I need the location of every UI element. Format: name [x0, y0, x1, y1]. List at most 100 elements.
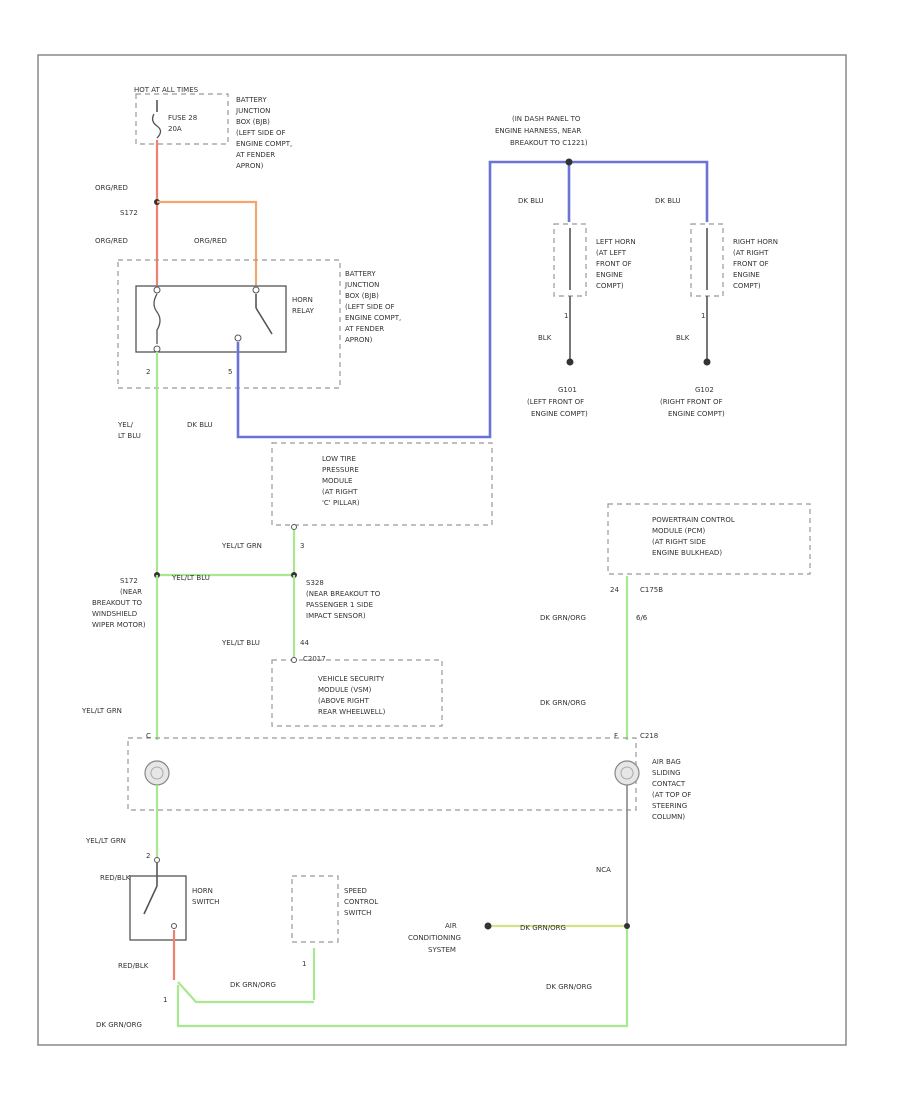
svg-text:FUSE 28: FUSE 28 [168, 114, 197, 122]
splice-s172-top-label: S172 [120, 209, 138, 217]
svg-text:CONDITIONING: CONDITIONING [408, 934, 461, 942]
svg-text:(NEAR BREAKOUT TO: (NEAR BREAKOUT TO [306, 590, 381, 598]
vsm-connector: C2017 [303, 655, 326, 663]
svg-text:JUNCTION: JUNCTION [235, 107, 270, 115]
clockspring-pin-f: F [614, 732, 618, 740]
svg-text:COMPT): COMPT) [733, 282, 761, 290]
svg-text:SLIDING: SLIDING [652, 769, 681, 777]
wire-dk-blu-main [236, 160, 709, 439]
wire-label-dk-grn-org-ac: DK GRN/ORG [520, 924, 566, 932]
svg-text:G101: G101 [558, 386, 577, 394]
svg-text:AIR BAG: AIR BAG [652, 758, 681, 766]
svg-text:HORN: HORN [292, 296, 313, 304]
wire-label-dk-blu-relay: DK BLU [187, 421, 213, 429]
vsm-box [271, 659, 443, 727]
svg-text:AT FENDER: AT FENDER [345, 325, 384, 333]
svg-text:MODULE (VSM): MODULE (VSM) [318, 686, 372, 694]
svg-text:COLUMN): COLUMN) [652, 813, 685, 821]
svg-text:(RIGHT FRONT OF: (RIGHT FRONT OF [660, 398, 723, 406]
horn-switch-pin-1: 1 [163, 996, 167, 1004]
svg-text:SWITCH: SWITCH [192, 898, 219, 906]
wire-label-yel-lt-blu-vsm: YEL/LT BLU [221, 639, 260, 647]
fuse-28-symbol [151, 113, 162, 139]
horn-switch-contact [171, 923, 177, 929]
wire-label-dk-blu-right: DK BLU [655, 197, 681, 205]
speed-control-label: SPEED CONTROL SWITCH [344, 887, 378, 917]
right-horn-label: RIGHT HORN (AT RIGHT FRONT OF ENGINE COM… [733, 238, 778, 290]
svg-text:ENGINE COMPT): ENGINE COMPT) [668, 410, 725, 418]
pcm-connector: C175B [640, 586, 663, 594]
svg-text:(LEFT SIDE OF: (LEFT SIDE OF [345, 303, 395, 311]
wire-dk-grn-org-bottom-loop [176, 928, 629, 1028]
horn-switch [129, 875, 187, 941]
clockspring-connector: C218 [640, 732, 658, 740]
wire-label-dk-blu-left: DK BLU [518, 197, 544, 205]
wire-label-yel-lt-blu-horizontal: YEL/LT BLU [171, 574, 210, 582]
svg-text:(AT RIGHT: (AT RIGHT [733, 249, 769, 257]
svg-text:ENGINE HARNESS, NEAR: ENGINE HARNESS, NEAR [495, 127, 581, 135]
wire-label-dk-grn-org-right: DK GRN/ORG [546, 983, 592, 991]
wire-label-blk-right: BLK [676, 334, 690, 342]
wire-label-org-red-3: ORG/RED [194, 237, 227, 245]
horn-switch-input-terminal [154, 857, 160, 863]
wire-label-yel-lt-grn-ltpm: YEL/LT GRN [221, 542, 262, 550]
svg-text:BREAKOUT TO: BREAKOUT TO [92, 599, 142, 607]
svg-text:ENGINE: ENGINE [596, 271, 623, 279]
ltpm-box [271, 442, 493, 526]
svg-text:'C' PILLAR): 'C' PILLAR) [322, 499, 360, 507]
ground-g102 [703, 358, 711, 366]
svg-text:IMPACT SENSOR): IMPACT SENSOR) [306, 612, 366, 620]
svg-text:WINDSHIELD: WINDSHIELD [92, 610, 137, 618]
fuse-label: FUSE 28 20A [168, 114, 197, 133]
svg-text:SWITCH: SWITCH [344, 909, 371, 917]
svg-text:MODULE (PCM): MODULE (PCM) [652, 527, 705, 535]
horn-relay-pin-bottom-left [153, 345, 161, 353]
svg-text:LT BLU: LT BLU [118, 432, 141, 440]
wire-label-dk-grn-org-bottom: DK GRN/ORG [96, 1021, 142, 1029]
svg-text:AIR: AIR [445, 922, 457, 930]
bjb-fuse-location-label: BATTERY JUNCTION BOX (BJB) (LEFT SIDE OF… [235, 96, 292, 170]
svg-text:(NEAR: (NEAR [120, 588, 142, 596]
speed-control-pin-1: 1 [302, 960, 306, 968]
svg-text:(AT LEFT: (AT LEFT [596, 249, 627, 257]
splice-in-dash [565, 158, 573, 166]
splice-s328-label: S328 (NEAR BREAKOUT TO PASSENGER 1 SIDE … [306, 579, 381, 620]
ground-g101 [566, 358, 574, 366]
svg-text:(LEFT SIDE OF: (LEFT SIDE OF [236, 129, 286, 137]
clockspring-left-coil-inner [150, 766, 164, 780]
svg-text:(ABOVE RIGHT: (ABOVE RIGHT [318, 697, 370, 705]
wire-label-yel-lt-grn-clockspring: YEL/LT GRN [81, 707, 122, 715]
svg-text:PASSENGER 1 SIDE: PASSENGER 1 SIDE [306, 601, 373, 609]
svg-text:ENGINE COMPT,: ENGINE COMPT, [236, 140, 292, 148]
svg-text:20A: 20A [168, 125, 182, 133]
ltpm-pin-3-terminal [291, 524, 297, 530]
wire-label-red-blk-top: RED/BLK [100, 874, 131, 882]
svg-text:RIGHT HORN: RIGHT HORN [733, 238, 778, 246]
wire-pin-6: 6/6 [636, 614, 648, 622]
svg-text:S172: S172 [120, 577, 138, 585]
svg-text:G102: G102 [695, 386, 714, 394]
horn-switch-label: HORN SWITCH [192, 887, 219, 906]
wire-label-nca: NCA [596, 866, 611, 874]
svg-text:S328: S328 [306, 579, 324, 587]
clockspring-right-coil [614, 760, 640, 786]
airbag-clockspring-box [127, 737, 637, 811]
svg-text:SPEED: SPEED [344, 887, 367, 895]
pcm-pin-24: 24 [610, 586, 619, 594]
wire-label-red-blk-bottom: RED/BLK [118, 962, 149, 970]
svg-text:REAR WHEELWELL): REAR WHEELWELL) [318, 708, 386, 716]
svg-text:(AT RIGHT: (AT RIGHT [322, 488, 358, 496]
horn-relay-label: HORN RELAY [292, 296, 315, 315]
hot-at-all-times-label: HOT AT ALL TIMES [134, 86, 199, 94]
svg-text:FRONT OF: FRONT OF [733, 260, 769, 268]
left-horn-label: LEFT HORN (AT LEFT FRONT OF ENGINE COMPT… [596, 238, 636, 290]
svg-text:ENGINE: ENGINE [733, 271, 760, 279]
wire-label-org-red-2: ORG/RED [95, 237, 128, 245]
svg-text:SYSTEM: SYSTEM [428, 946, 456, 954]
horn-relay-coil [153, 293, 161, 344]
svg-text:AT FENDER: AT FENDER [236, 151, 275, 159]
svg-text:WIPER MOTOR): WIPER MOTOR) [92, 621, 146, 629]
diagram-frame [37, 54, 847, 1046]
svg-text:APRON): APRON) [236, 162, 264, 170]
